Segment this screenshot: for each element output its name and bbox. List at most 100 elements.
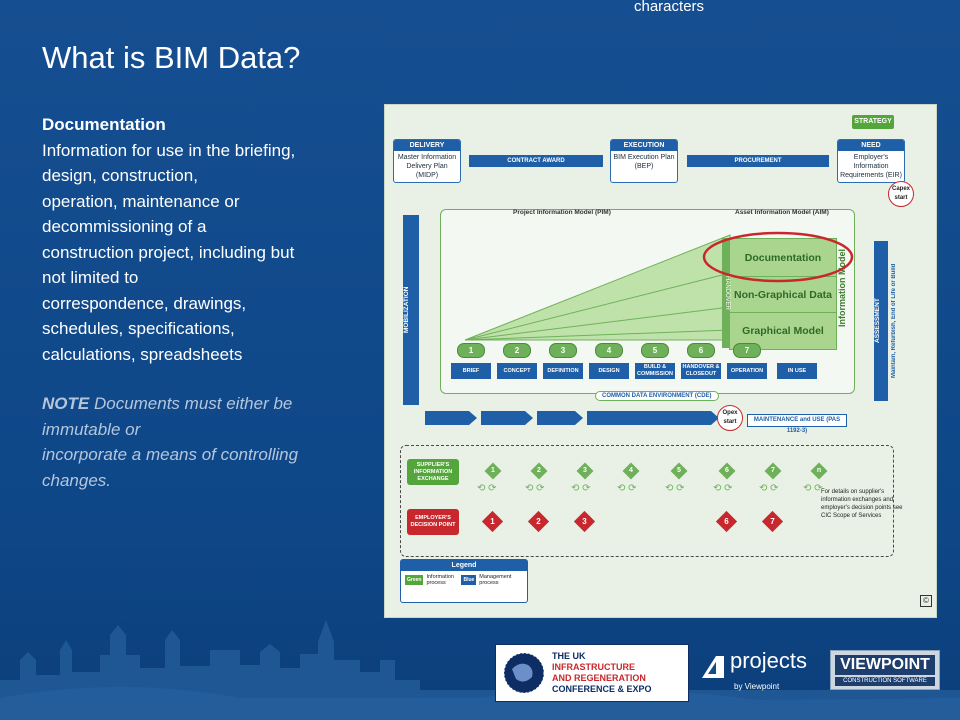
model-growth-wedge xyxy=(464,234,731,341)
definition-line: operation, maintenance or xyxy=(42,191,240,211)
assessment-sub: Maintain, Refurbish, End of Life or Buil… xyxy=(891,263,897,379)
stage-dot: 1 xyxy=(457,343,485,358)
definition-line: schedules, specifications, xyxy=(42,319,235,338)
4projects-logo: projects by Viewpoint xyxy=(700,644,812,700)
decision-point: 6 xyxy=(715,510,738,533)
stage-label-in-use: IN USE xyxy=(777,363,817,379)
cycle-icon: ⟲ ⟳ xyxy=(713,483,733,494)
decision-point: 2 xyxy=(527,510,550,533)
legend-green-chip: Green xyxy=(405,575,424,585)
supplier-point: 6 xyxy=(718,462,736,480)
4projects-sub: by Viewpoint xyxy=(734,682,780,691)
pim-label: Project Information Model (PIM) xyxy=(513,209,611,216)
supplier-point: n xyxy=(810,462,828,480)
cic-scope-note: For details on supplier's information ex… xyxy=(821,489,903,519)
supplier-point: 4 xyxy=(622,462,640,480)
definition-line: not limited to xyxy=(42,268,139,287)
cycle-icon: ⟲ ⟳ xyxy=(571,483,591,494)
globe-icon xyxy=(503,652,545,694)
decision-point: 1 xyxy=(481,510,504,533)
supplier-point: 7 xyxy=(764,462,782,480)
procurement-arrow: PROCUREMENT xyxy=(687,155,829,167)
bim-lifecycle-diagram: STRATEGY DELIVERY Master Information Del… xyxy=(384,104,937,618)
ukirc-line: THE UK xyxy=(552,651,586,661)
supplier-point: 2 xyxy=(530,462,548,480)
legend-blue-chip: Blue xyxy=(461,575,477,585)
top-note: characters xyxy=(634,0,705,15)
opex-start-marker: Opex start xyxy=(717,405,743,431)
delivery-head: DELIVERY xyxy=(394,140,460,151)
definition-line: Information for use in the briefing, xyxy=(42,140,296,160)
legend-green-text: Information process xyxy=(426,574,454,586)
definition-line: decommissioning of a xyxy=(42,217,207,236)
viewpoint-logo: VIEWPOINT CONSTRUCTION SOFTWARE xyxy=(830,650,940,690)
4projects-wordmark: projects xyxy=(730,648,808,673)
assessment-bar: ASSESSMENT xyxy=(874,241,888,401)
skyline-silhouette xyxy=(0,620,960,720)
ukirc-line: INFRASTRUCTURE xyxy=(552,662,635,672)
cycle-icon: ⟲ ⟳ xyxy=(617,483,637,494)
slide-title: What is BIM Data? xyxy=(42,40,301,75)
stage-label-handover: HANDOVER & CLOSEOUT xyxy=(681,363,721,379)
note-line: Documents must either be xyxy=(89,394,293,413)
execution-head: EXECUTION xyxy=(611,140,677,151)
viewpoint-sub: CONSTRUCTION SOFTWARE xyxy=(835,677,935,686)
copyright-icon: © xyxy=(920,595,932,607)
legend-box: Legend Green Information process Blue Ma… xyxy=(400,559,528,603)
supplier-point: 5 xyxy=(670,462,688,480)
stage-dot: 5 xyxy=(641,343,669,358)
definition-text: Documentation Information for use in the… xyxy=(42,112,352,493)
delivery-body: Master Information Delivery Plan (MIDP) xyxy=(397,154,457,179)
decision-point: 7 xyxy=(761,510,784,533)
stage-label-build: BUILD & COMMISSION xyxy=(635,363,675,379)
ukirc-line: AND REGENERATION xyxy=(552,673,646,683)
stage-dot: 4 xyxy=(595,343,623,358)
ukirc-logo: THE UK INFRASTRUCTURE AND REGENERATION C… xyxy=(495,644,689,702)
delivery-chevrons xyxy=(425,411,719,425)
supplier-exchange-tag: SUPPLIER'S INFORMATION EXCHANGE xyxy=(407,459,459,485)
viewpoint-wordmark: VIEWPOINT xyxy=(835,655,935,675)
stage-label-design: DESIGN xyxy=(589,363,629,379)
cycle-icon: ⟲ ⟳ xyxy=(665,483,685,494)
need-box: NEED Employer's Information Requirements… xyxy=(837,139,905,183)
legend-title: Legend xyxy=(401,560,527,571)
capex-start-marker: Capex start xyxy=(888,181,914,207)
decision-point: 3 xyxy=(573,510,596,533)
cde-label: COMMON DATA ENVIRONMENT (CDE) xyxy=(595,391,719,401)
mobilization-bar: MOBILIZATION xyxy=(403,215,419,405)
documentation-highlight-ellipse xyxy=(702,231,854,283)
cycle-icon: ⟲ ⟳ xyxy=(525,483,545,494)
legend-blue-text: Management process xyxy=(479,574,512,586)
strategy-tag: STRATEGY xyxy=(852,115,894,129)
stage-label-operation: OPERATION xyxy=(727,363,767,379)
4projects-mark xyxy=(702,656,724,678)
note-keyword: NOTE xyxy=(42,394,90,413)
note-line: immutable or xyxy=(42,419,141,439)
stage-dot: 7 xyxy=(733,343,761,358)
execution-box: EXECUTION BIM Execution Plan (BEP) xyxy=(610,139,678,183)
definition-line: correspondence, drawings, xyxy=(42,293,247,313)
note-line: changes. xyxy=(42,470,111,490)
employer-decision-tag: EMPLOYER'S DECISION POINT xyxy=(407,509,459,535)
note-block: NOTE Documents must either be immutable … xyxy=(42,391,352,493)
aim-label: Asset Information Model (AIM) xyxy=(735,209,829,216)
need-head: NEED xyxy=(838,140,904,151)
delivery-box: DELIVERY Master Information Delivery Pla… xyxy=(393,139,461,183)
information-exchange-panel xyxy=(400,445,894,557)
handover-bar: HANDOVER xyxy=(722,238,730,348)
definition-line: construction project, including but xyxy=(42,242,295,262)
ukirc-line: CONFERENCE & EXPO xyxy=(552,684,652,694)
stage-dot: 6 xyxy=(687,343,715,358)
definition-heading: Documentation xyxy=(42,115,166,134)
cycle-icon: ⟲ ⟳ xyxy=(477,483,497,494)
supplier-point: 3 xyxy=(576,462,594,480)
definition-line: calculations, spreadsheets xyxy=(42,344,243,364)
need-body: Employer's Information Requirements (EIR… xyxy=(840,154,902,179)
contract-award-arrow: CONTRACT AWARD xyxy=(469,155,603,167)
stage-dot: 2 xyxy=(503,343,531,358)
execution-body: BIM Execution Plan (BEP) xyxy=(613,154,675,170)
definition-line: design, construction, xyxy=(42,166,198,185)
cycle-icon: ⟲ ⟳ xyxy=(759,483,779,494)
non-graphical-data-layer: Non-Graphical Data xyxy=(729,276,837,314)
